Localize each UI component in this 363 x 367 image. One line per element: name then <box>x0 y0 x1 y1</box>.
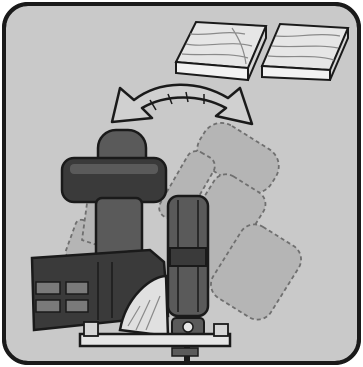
bevel-cut-illustration <box>0 0 363 367</box>
illustration-canvas <box>0 0 363 367</box>
